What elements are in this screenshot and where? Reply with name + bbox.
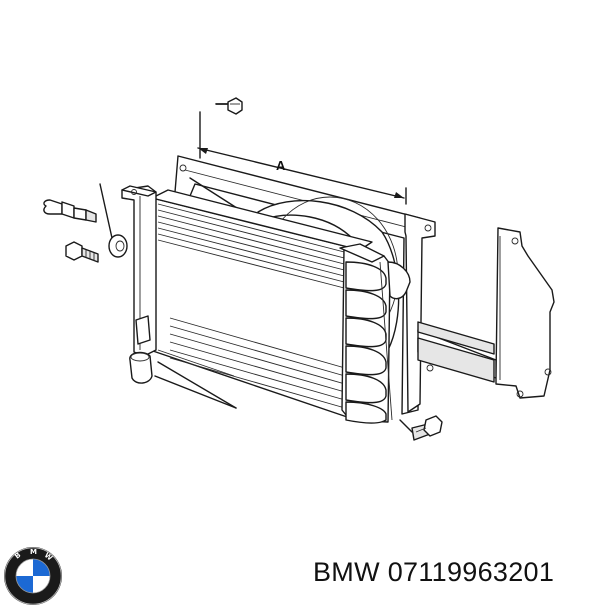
dimension-label-a: A: [276, 158, 286, 173]
bmw-roundel-logo: B M W: [4, 547, 62, 605]
bottom-bolt: [411, 415, 443, 441]
radiator-core: [149, 189, 373, 421]
radiator-right-tank: [339, 243, 411, 424]
temperature-sensor: [43, 199, 97, 223]
mounting-bracket: [417, 227, 555, 399]
radiator-fins: [157, 203, 353, 411]
oil-cooler-fins: [345, 261, 387, 424]
sealing-washer: [108, 234, 128, 258]
brand-name: BMW: [313, 557, 380, 587]
dimension-a: A: [197, 111, 407, 205]
part-number-caption: BMW 07119963201: [313, 557, 554, 588]
drain-plug-boot: [129, 351, 153, 384]
logo-text-m: M: [30, 548, 37, 556]
drain-screw: [65, 241, 99, 263]
logo-text-w: W: [43, 551, 54, 562]
logo-text-b: B: [13, 551, 22, 561]
radiator-left-tank: [121, 185, 157, 357]
part-number: 07119963201: [387, 557, 555, 587]
top-screw: [215, 97, 243, 115]
